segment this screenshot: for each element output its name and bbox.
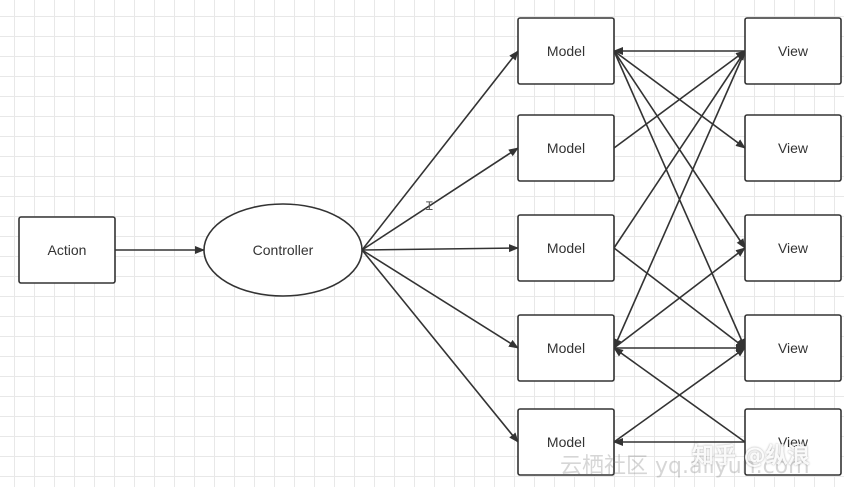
edge-controller-to-model-3 — [361, 244, 519, 253]
model-box-1[interactable] — [517, 17, 615, 85]
model-box-5[interactable] — [517, 408, 615, 476]
view-label-2: View — [778, 140, 809, 156]
view-box-5[interactable] — [744, 408, 842, 476]
edge-controller-to-model-5 — [361, 249, 519, 443]
watermark-zhihu: 知乎 @纵浪 — [692, 444, 810, 469]
action-label: Action — [48, 242, 87, 258]
nodes-layer: Action Controller Model Model Model Mode… — [18, 17, 842, 476]
view-label-1: View — [778, 43, 809, 59]
view-box-2[interactable] — [744, 114, 842, 182]
model-box-4[interactable] — [517, 314, 615, 382]
view-box-3[interactable] — [744, 214, 842, 282]
edge-model-2-to-view-1 — [613, 50, 746, 149]
view-label-4: View — [778, 340, 809, 356]
controller-label: Controller — [253, 242, 314, 258]
model-label-4: Model — [547, 340, 585, 356]
edges-layer — [115, 47, 746, 446]
view-box-1[interactable] — [744, 17, 842, 85]
view-label-5: View — [778, 434, 809, 450]
model-box-2[interactable] — [517, 114, 615, 182]
edge-model-3-to-view-1 — [613, 50, 746, 249]
model-label-5: Model — [547, 434, 585, 450]
edge-model-5-to-view-4 — [613, 347, 746, 443]
watermark-yunqi: 云栖社区 yq.aliyun.com — [560, 454, 810, 479]
model-box-3[interactable] — [517, 214, 615, 282]
model-label-2: Model — [547, 140, 585, 156]
model-label-3: Model — [547, 240, 585, 256]
action-box[interactable] — [18, 216, 116, 284]
view-label-3: View — [778, 240, 809, 256]
controller-ellipse[interactable] — [203, 203, 363, 297]
edge-controller-to-model-4 — [361, 249, 519, 349]
model-label-1: Model — [547, 43, 585, 59]
edge-controller-to-model-2 — [361, 147, 519, 251]
edge-controller-to-model-1 — [361, 50, 519, 251]
view-box-4[interactable] — [744, 314, 842, 382]
text-cursor-icon: Ɪ — [426, 199, 433, 213]
edge-view-1-to-model-4 — [613, 50, 746, 349]
edge-model-4-to-view-3 — [613, 247, 746, 349]
